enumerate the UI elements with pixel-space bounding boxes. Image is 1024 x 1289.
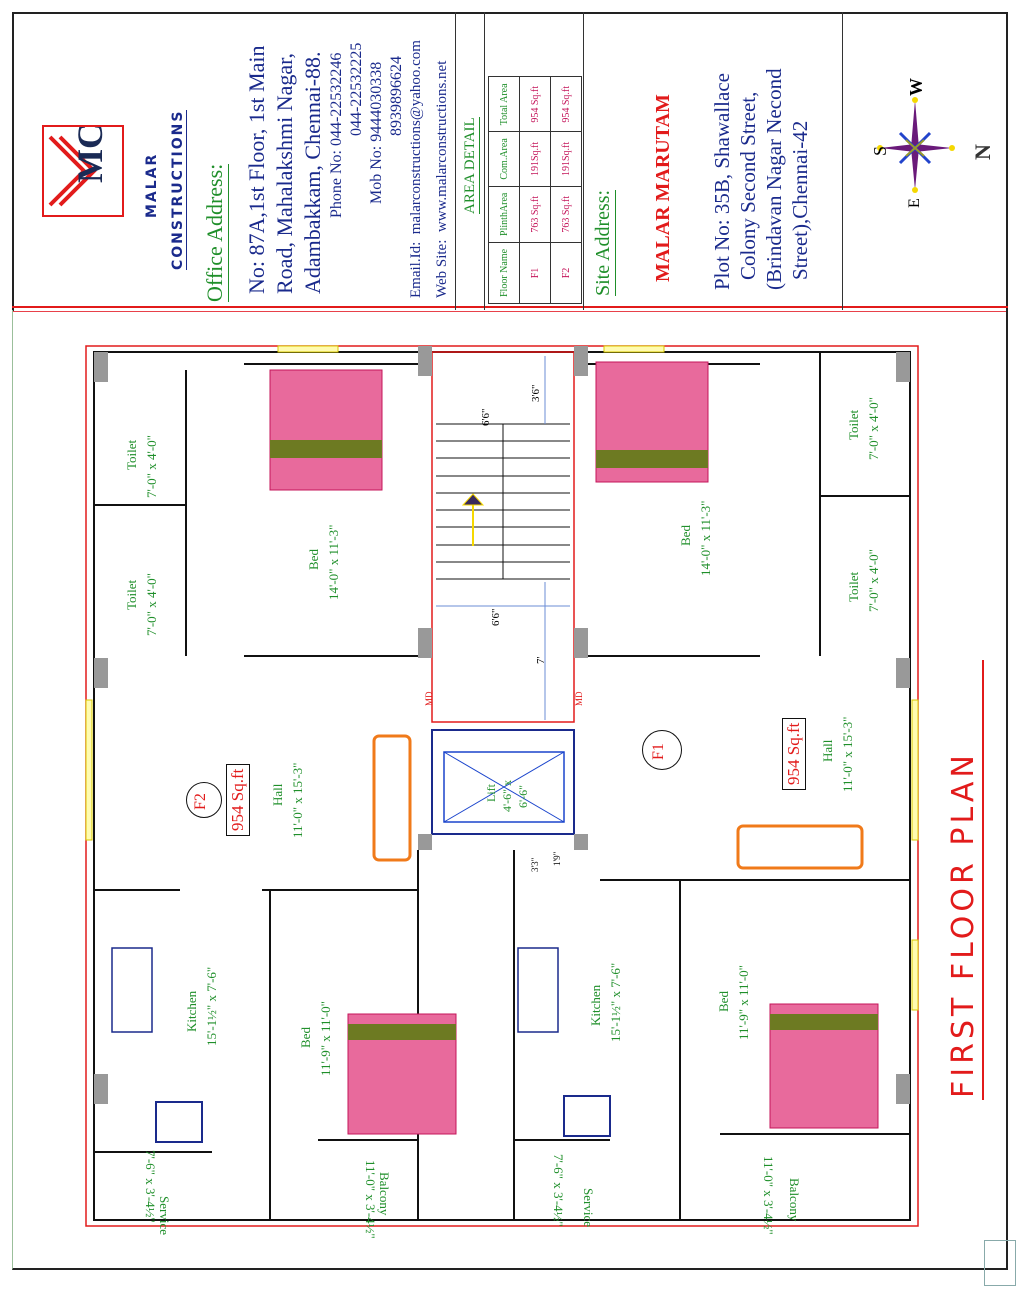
f2-toilet-b-size: 7'-0" x 4'-0" bbox=[144, 573, 159, 636]
f2-area-badge: 954 Sq.ft bbox=[226, 763, 250, 836]
logo-chevron-icon: MC bbox=[48, 123, 110, 207]
f2-kitchen-name: Kitchen bbox=[184, 990, 199, 1032]
logo-text: MC bbox=[70, 127, 110, 183]
f2-hall-name: Hall bbox=[270, 783, 285, 806]
divider bbox=[455, 12, 456, 310]
f1-toilet-b-name: Toilet bbox=[846, 571, 861, 602]
f2-bed2-name: Bed bbox=[298, 1027, 313, 1048]
lobby-dim: 7' bbox=[535, 656, 547, 664]
lift-size-a: 4'-6" x bbox=[500, 779, 514, 812]
f1-toilet-a-size: 7'-0" x 4'-0" bbox=[866, 397, 881, 460]
f2-balcony-name: Balcony bbox=[377, 1172, 392, 1216]
f2-service-name: Service bbox=[157, 1196, 172, 1235]
f1-bed2-size: 11'-9" x 11'-0" bbox=[736, 965, 751, 1040]
f2-kitchen-size: 15'-1½" x 7'-6" bbox=[204, 966, 219, 1046]
f1-unit-id: F1 bbox=[650, 743, 667, 760]
lift-name: Lift bbox=[484, 784, 498, 802]
f1-unit-marker bbox=[642, 730, 682, 770]
f1-service-name: Service bbox=[581, 1188, 596, 1227]
compass-icon bbox=[877, 97, 955, 193]
f1-kitchen-size: 15'-1½" x 7'-6" bbox=[608, 962, 623, 1042]
main-door-f2: MD bbox=[424, 691, 434, 706]
lift-size-b: 6'-6" bbox=[516, 784, 530, 808]
divider bbox=[583, 12, 584, 310]
plan-frame bbox=[12, 310, 1008, 1270]
title-block-divider bbox=[12, 306, 1008, 308]
f1-service-size: 7'-6" x 3'-4½" bbox=[551, 1154, 566, 1227]
f2-toilet-a-name: Toilet bbox=[124, 439, 139, 470]
f1-toilet-a-name: Toilet bbox=[846, 409, 861, 440]
title-block-divider-2 bbox=[12, 311, 1008, 312]
f1-hall-size: 11'-0" x 15'-3" bbox=[840, 716, 855, 792]
f1-master-bed-name: Bed bbox=[678, 525, 693, 546]
f1-master-bed-size: 14'-0" x 11'-3" bbox=[698, 500, 713, 576]
f1-balcony-name: Balcony bbox=[787, 1178, 802, 1222]
f2-master-bed-name: Bed bbox=[306, 549, 321, 570]
f1-hall-name: Hall bbox=[820, 739, 835, 762]
f2-unit-marker bbox=[186, 782, 222, 818]
title-block bbox=[12, 12, 1008, 312]
stair-landing: 3'6" bbox=[530, 384, 542, 402]
duct-dim-a: 3'3" bbox=[530, 857, 540, 872]
f2-service-size: 7'-6" x 3'-4½" bbox=[143, 1150, 158, 1223]
stair-width-top: 6'6" bbox=[480, 408, 492, 426]
duct-dim-b: 1'9" bbox=[552, 851, 562, 866]
f2-master-bed-size: 14'-0" x 11'-3" bbox=[326, 524, 341, 600]
f2-hall-size: 11'-0" x 15'-3" bbox=[290, 762, 305, 838]
f2-toilet-a-size: 7'-0" x 4'-0" bbox=[144, 435, 159, 498]
plan-title: FIRST FLOOR PLAN bbox=[946, 751, 981, 1098]
f2-unit-id: F2 bbox=[192, 793, 209, 810]
f1-area-badge: 954 Sq.ft bbox=[782, 717, 806, 790]
plan-title-underline bbox=[982, 660, 984, 1100]
f2-bed2-size: 11'-9" x 11'-0" bbox=[318, 1001, 333, 1076]
stair-width-bottom: 6'6" bbox=[490, 608, 502, 626]
f1-bed2-name: Bed bbox=[716, 991, 731, 1012]
f1-toilet-b-size: 7'-0" x 4'-0" bbox=[866, 549, 881, 612]
company-logo: MC bbox=[42, 123, 124, 217]
f2-balcony-size: 11'-0" x 3'-4½" bbox=[363, 1160, 378, 1239]
f1-balcony-size: 11'-0" x 3'-4½" bbox=[761, 1156, 776, 1235]
corner-box bbox=[984, 1240, 1016, 1286]
f2-toilet-b-name: Toilet bbox=[124, 579, 139, 610]
divider bbox=[484, 12, 485, 310]
divider bbox=[842, 12, 843, 310]
main-door-f1: MD bbox=[574, 691, 584, 706]
f1-kitchen-name: Kitchen bbox=[588, 984, 603, 1026]
compass-rose: S W N E bbox=[860, 78, 1000, 220]
